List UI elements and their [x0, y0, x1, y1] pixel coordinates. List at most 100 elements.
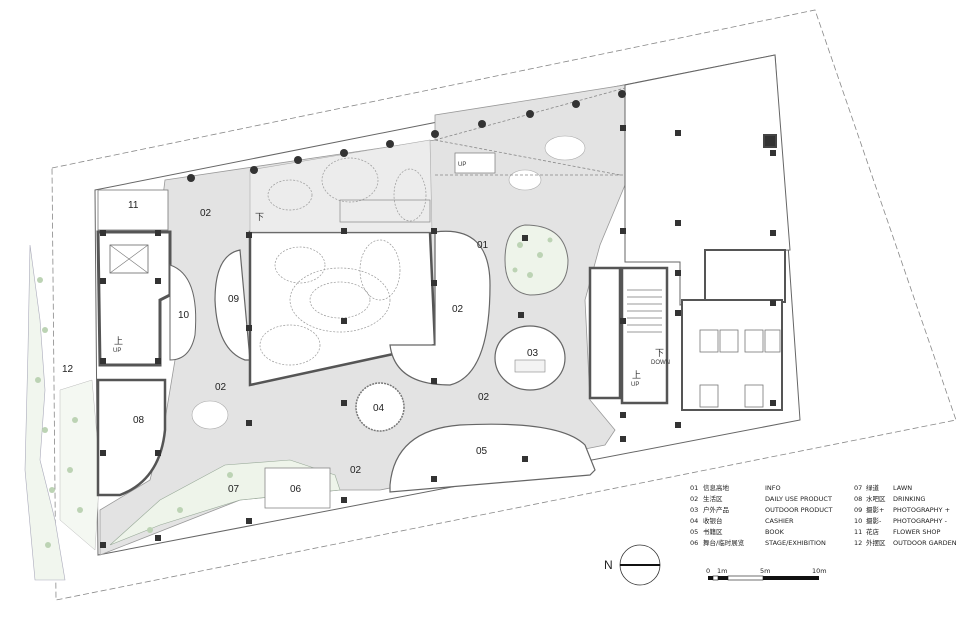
north-label: N: [604, 558, 613, 572]
drinking-room: [96, 378, 167, 497]
outdoor-product-pod: [494, 325, 566, 391]
legend-en: STAGE/EXHIBITION: [765, 539, 826, 547]
structural-columns: [100, 90, 777, 548]
void-line: [434, 87, 626, 141]
zone-label-02: 02: [200, 208, 212, 219]
legend-num: 04: [690, 517, 698, 525]
legend-cn: 摄影-: [866, 516, 882, 525]
scale-tick: 0: [706, 567, 710, 575]
legend-num: 05: [690, 528, 698, 536]
legend-en: PHOTOGRAPHY -: [893, 517, 948, 525]
zone-label-02: 02: [478, 392, 490, 403]
legend-cn: 绿道: [866, 483, 880, 492]
legend-en: PHOTOGRAPHY +: [893, 506, 950, 514]
top-escalator: [454, 152, 496, 174]
flower-shop: [97, 189, 169, 231]
scale-tick: 10m: [812, 567, 827, 575]
island-pod: [544, 135, 586, 161]
legend-en: FLOWER SHOP: [893, 528, 940, 536]
zone-label-01: 01: [477, 240, 489, 251]
legend-en: OUTDOOR GARDEN: [893, 539, 957, 547]
garden-12-strip: [59, 379, 101, 551]
legend-en: LAWN: [893, 484, 912, 492]
zone-label-11: 11: [128, 200, 139, 211]
left-stair-up-cn: 上: [114, 336, 123, 346]
outdoor-product-table: [514, 359, 546, 373]
legend-num: 06: [690, 539, 698, 547]
legend-en: DRINKING: [893, 495, 925, 503]
legend-en: CASHIER: [765, 517, 794, 525]
zone-label-02: 02: [215, 382, 227, 393]
zone-label-06: 06: [290, 484, 302, 495]
zone-label-10: 10: [178, 310, 190, 321]
legend-cn: 水吧区: [866, 494, 886, 503]
island-pod: [508, 169, 542, 191]
zone-labels: 01 02 02 02 02 02 03 04 05 06 07 08 09 1…: [62, 200, 539, 495]
legend-num: 12: [854, 539, 862, 547]
left-core: [96, 230, 172, 367]
legend-cn: 户外产品: [703, 505, 729, 514]
zone-label-02: 02: [350, 465, 362, 476]
toilets-block: [681, 299, 783, 411]
legend: 01 信息高地 INFO 02 生活区 DAILY USE PRODUCT 03…: [690, 483, 957, 547]
scale-tick: 5m: [760, 567, 770, 575]
legend-num: 09: [854, 506, 862, 514]
left-stair-up-en: UP: [113, 348, 121, 354]
right-stair: [620, 266, 669, 405]
legend-cn: 舞台/临时展览: [703, 538, 745, 547]
legend-cn: 生活区: [703, 494, 723, 503]
legend-num: 11: [854, 528, 862, 536]
void-line: [434, 139, 621, 176]
stair-treads: [627, 289, 662, 333]
photography-minus-room: [169, 264, 197, 361]
north-arrow: N: [604, 544, 661, 586]
zone-label-04: 04: [373, 403, 385, 414]
zone-02-pod: [389, 230, 491, 386]
top-stair-down-cn: 下: [255, 212, 264, 222]
legend-cn: 书籍区: [703, 527, 723, 536]
cashier-counter: [355, 382, 405, 432]
legend-cn: 外摆区: [866, 538, 886, 547]
stair-up-label-en: UP: [631, 382, 639, 388]
zone-label-07: 07: [228, 484, 240, 495]
legend-num: 10: [854, 517, 862, 525]
stage-block: [264, 467, 331, 509]
legend-col2: 07 绿道 LAWN 08 水吧区 DRINKING 09 摄影+ PHOTOG…: [854, 483, 957, 547]
legend-cn: 信息高地: [703, 483, 730, 492]
legend-col1: 01 信息高地 INFO 02 生活区 DAILY USE PRODUCT 03…: [690, 483, 833, 547]
legend-num: 02: [690, 495, 698, 503]
toilet-stalls: [699, 329, 781, 408]
legend-en: BOOK: [765, 528, 785, 536]
zone-label-02: 02: [452, 304, 464, 315]
planting: [35, 237, 553, 548]
top-stair-up-en: UP: [458, 162, 466, 168]
upper-contours: [267, 157, 427, 222]
legend-cn: 花店: [866, 527, 880, 536]
zone-label-09: 09: [228, 294, 240, 305]
photography-plus-room: [214, 249, 251, 361]
book-zone: [389, 423, 596, 493]
left-elevator: [109, 244, 149, 274]
legend-cn: 摄影+: [866, 505, 884, 514]
legend-num: 08: [854, 495, 862, 503]
legend-en: OUTDOOR PRODUCT: [765, 506, 833, 514]
stair-down-label-cn: 下: [655, 348, 664, 358]
stair-labels: 上 UP 下 DOWN 上 UP 下 UP: [113, 162, 670, 388]
top-stair: [339, 199, 431, 223]
zone-label-08: 08: [133, 415, 145, 426]
garden-12: [24, 244, 66, 581]
legend-num: 01: [690, 484, 698, 492]
legend-en: DAILY USE PRODUCT: [765, 495, 832, 503]
legend-en: INFO: [765, 484, 781, 492]
zone-label-05: 05: [476, 446, 488, 457]
legend-num: 07: [854, 484, 862, 492]
stair-down-label-en: DOWN: [651, 360, 670, 366]
legend-cn: 收银台: [703, 516, 723, 525]
scale-tick: 1m: [717, 567, 727, 575]
right-hall-inner-room: [704, 249, 786, 303]
zone-label-03: 03: [527, 348, 539, 359]
legend-num: 03: [690, 506, 698, 514]
stair-up-label-cn: 上: [632, 370, 641, 380]
right-core-stairs: [588, 266, 622, 400]
